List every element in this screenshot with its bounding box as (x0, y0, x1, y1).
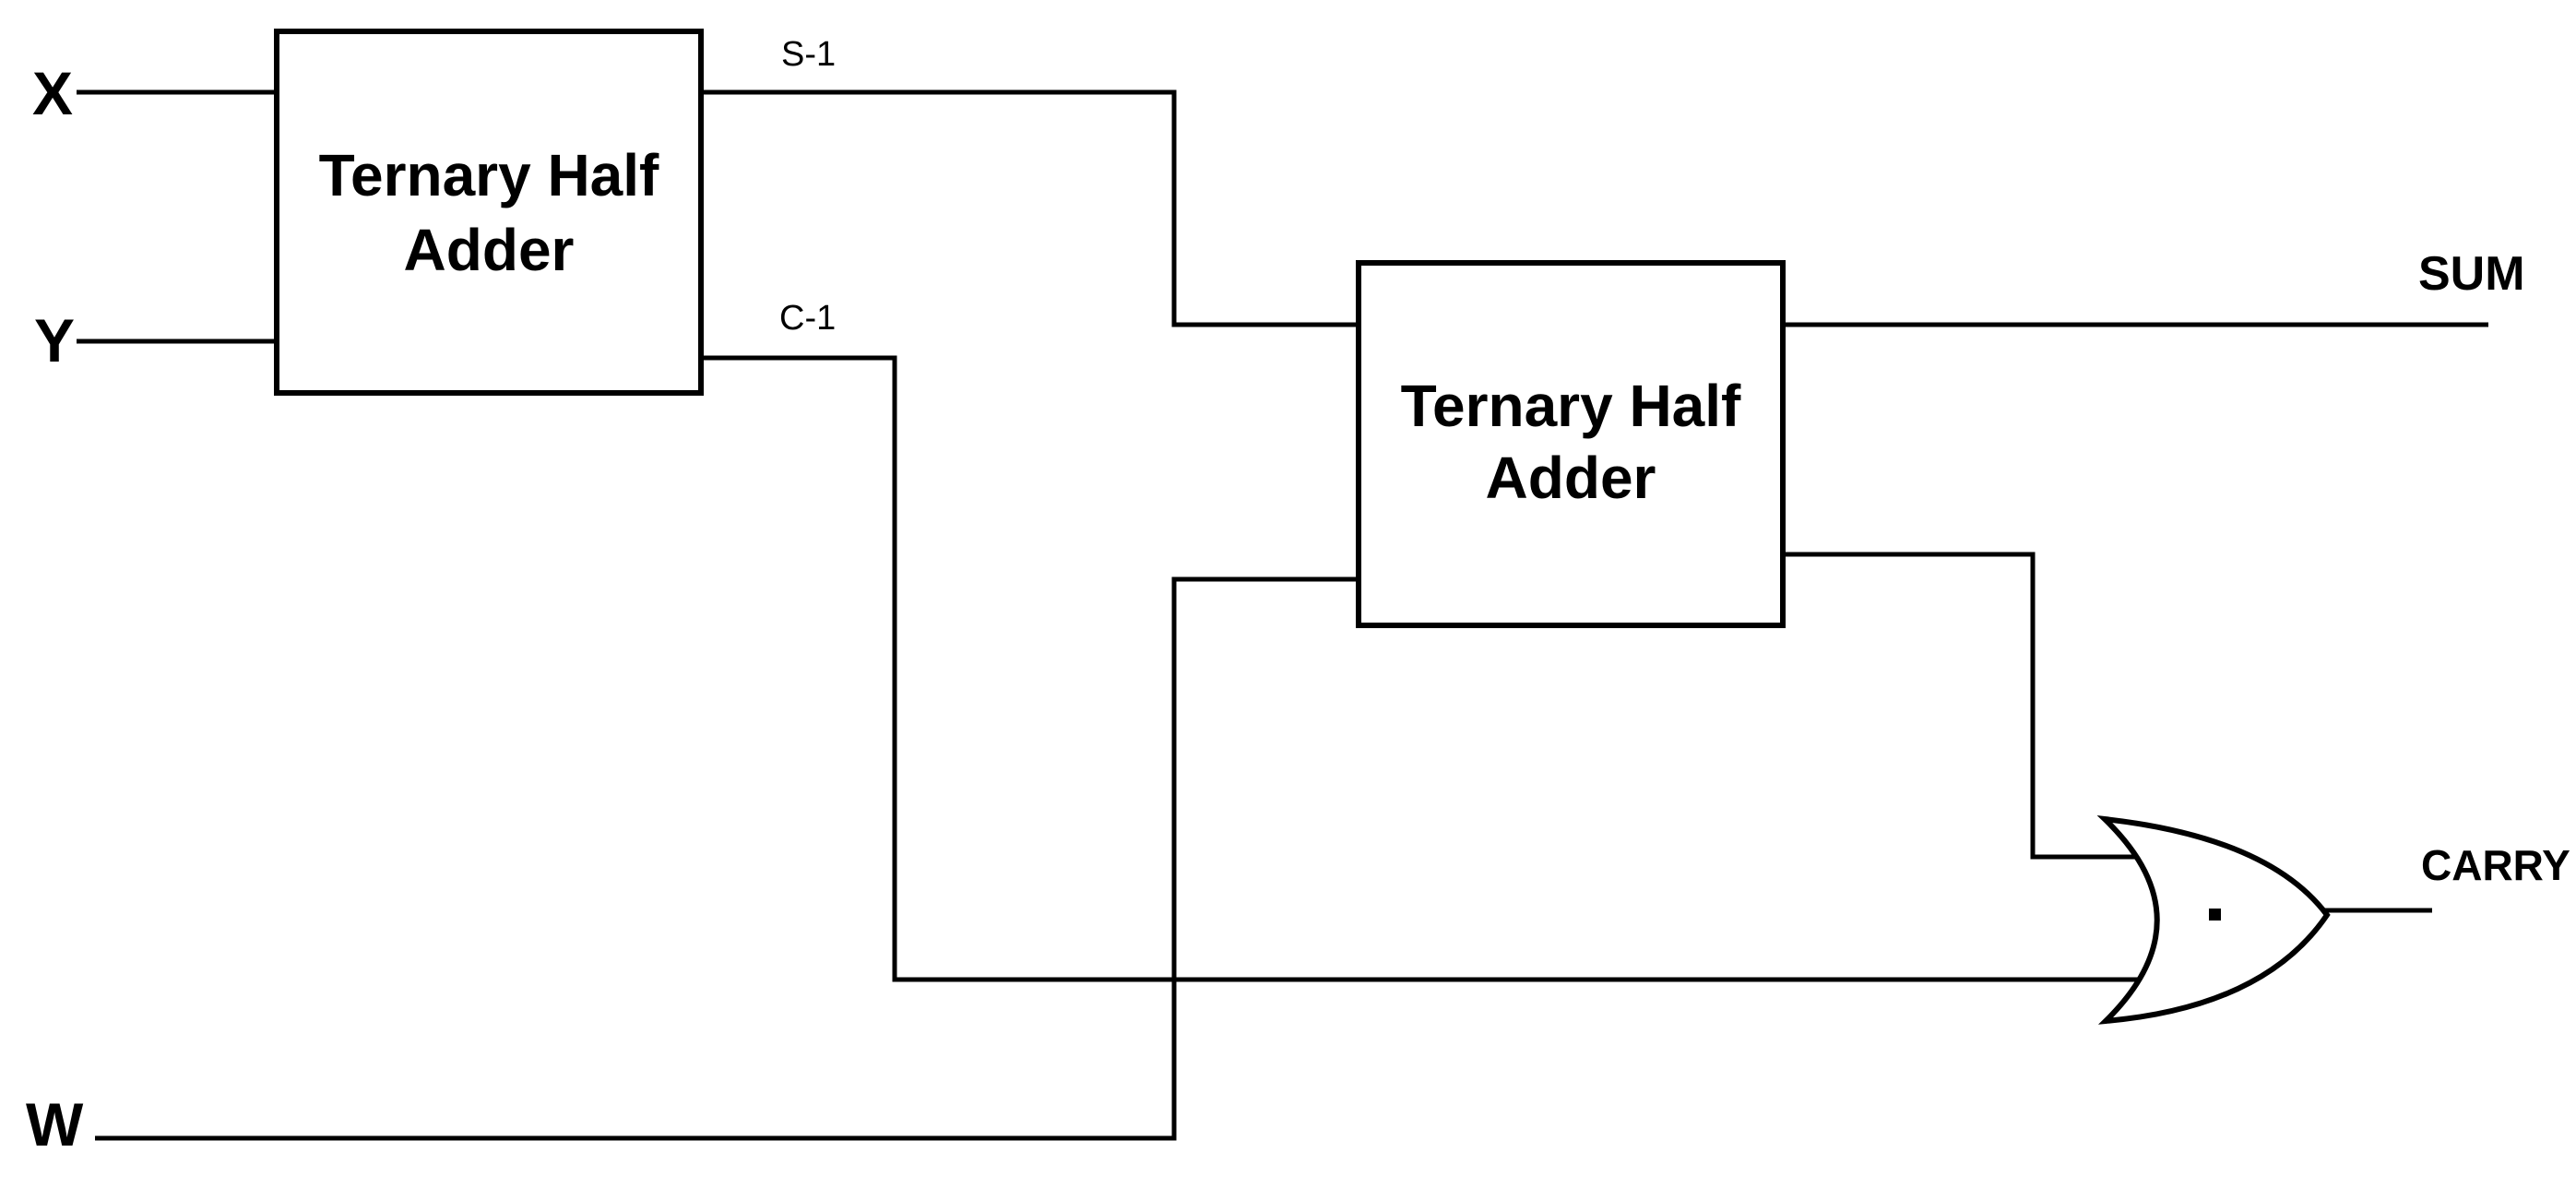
wire-input-w (95, 576, 1365, 1141)
input-w-label: W (26, 1090, 84, 1158)
adder2-label-line2: Adder (1486, 445, 1656, 511)
wire-c1 (694, 355, 2144, 982)
c1-wire-label: C-1 (779, 299, 836, 338)
or-gate-dot (2209, 909, 2221, 921)
adder2-label-line1: Ternary Half (1401, 373, 1741, 439)
wire-adder2-carry-to-or (1775, 552, 2144, 860)
s1-wire-label: S-1 (781, 35, 836, 74)
adder1-label-line1: Ternary Half (319, 142, 659, 208)
adder2-box (1356, 260, 1786, 628)
carry-output-label: CARRY (2421, 841, 2570, 889)
input-y-label: Y (34, 306, 75, 374)
wire-s1 (694, 89, 1365, 327)
sum-output-label: SUM (2418, 247, 2525, 301)
adder1-label-line2: Adder (404, 217, 575, 283)
adder1-box (274, 29, 704, 396)
input-x-label: X (32, 59, 73, 127)
